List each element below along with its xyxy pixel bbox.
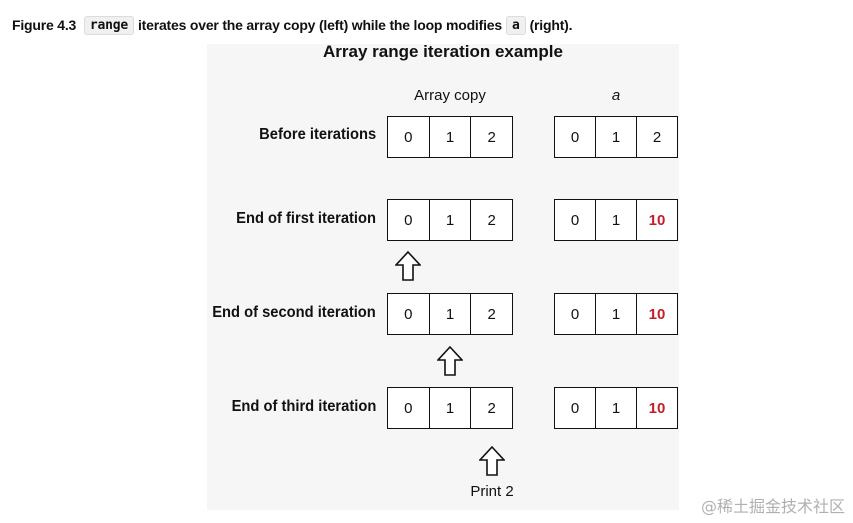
figure-caption: Figure 4.3 range iterates over the array… [12, 12, 573, 38]
array-cell-modified: 10 [636, 294, 677, 334]
row-label-before: Before iterations [259, 126, 376, 143]
array-a-third: 0 1 10 [554, 387, 678, 429]
code-a: a [505, 15, 526, 35]
array-cell: 2 [470, 388, 512, 428]
array-copy-third: 0 1 2 [387, 387, 513, 429]
array-cell-modified: 10 [636, 200, 677, 240]
array-cell: 2 [470, 200, 512, 240]
array-cell: 0 [404, 399, 413, 417]
array-cell: 2 [470, 294, 512, 334]
up-arrow-icon [437, 346, 463, 376]
array-cell: 2 [636, 117, 677, 157]
array-cell: 0 [570, 211, 580, 229]
diagram-title: Array range iteration example [323, 42, 563, 61]
array-a-before: 0 1 2 [554, 116, 678, 158]
column-heading-array-copy: Array copy [414, 87, 486, 104]
up-arrow-icon [479, 446, 505, 476]
array-cell: 1 [428, 117, 471, 157]
row-label-second: End of second iteration [212, 304, 376, 321]
array-cell: 1 [595, 117, 636, 157]
caption-text-1: iterates over the array copy (left) whil… [137, 17, 502, 33]
array-cell: 2 [470, 117, 512, 157]
array-cell: 0 [570, 305, 580, 323]
row-label-first: End of first iteration [236, 210, 376, 227]
array-cell: 1 [428, 388, 471, 428]
array-a-second: 0 1 10 [554, 293, 678, 335]
up-arrow-icon [395, 251, 421, 281]
array-copy-second: 0 1 2 [387, 293, 513, 335]
array-cell: 1 [595, 388, 636, 428]
print-label: Print 2 [470, 483, 514, 500]
array-copy-first: 0 1 2 [387, 199, 513, 241]
array-cell: 0 [404, 128, 413, 146]
array-cell: 0 [570, 128, 580, 146]
watermark: @稀土掘金技术社区 [700, 497, 845, 516]
array-a-first: 0 1 10 [554, 199, 678, 241]
array-cell: 0 [404, 305, 413, 323]
column-heading-a: a [611, 87, 621, 104]
array-cell: 1 [428, 294, 471, 334]
array-copy-before: 0 1 2 [387, 116, 513, 158]
array-cell: 0 [570, 399, 580, 417]
array-cell: 1 [595, 200, 636, 240]
code-range: range [83, 15, 134, 35]
array-cell-modified: 10 [636, 388, 677, 428]
row-label-third: End of third iteration [231, 398, 376, 415]
array-cell: 1 [428, 200, 471, 240]
array-cell: 1 [595, 294, 636, 334]
diagram-panel [207, 44, 679, 510]
caption-text-2: (right). [529, 17, 573, 33]
array-cell: 0 [404, 211, 413, 229]
figure-number: Figure 4.3 [12, 17, 77, 33]
